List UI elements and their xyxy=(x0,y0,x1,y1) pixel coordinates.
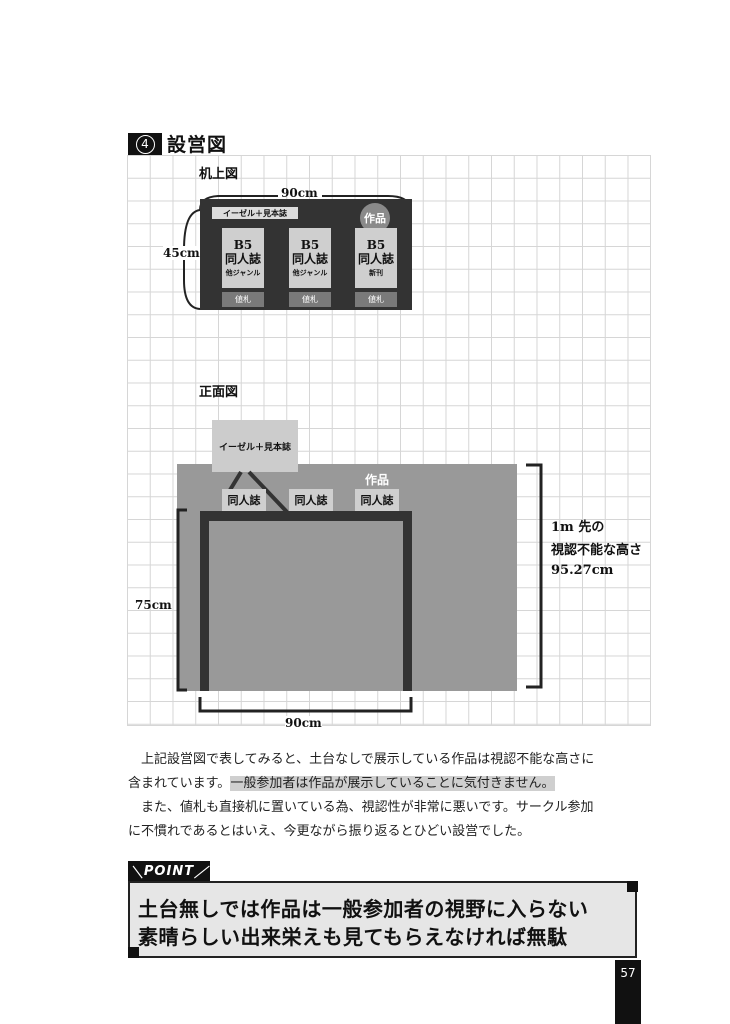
price-tag-2: 値札 xyxy=(289,292,331,307)
page-number: 57 xyxy=(615,960,641,1024)
book-top-3: B5 同人誌 新刊 xyxy=(355,228,397,288)
book-size: B5 xyxy=(366,238,386,252)
point-line-1: 土台無しでは作品は一般参加者の視野に入らない xyxy=(138,897,589,921)
visibility-note-line3: 95.27cm xyxy=(551,563,614,578)
point-tag: ＼POINT／ xyxy=(128,861,210,881)
front-width-label: 90cm xyxy=(285,716,322,730)
easel-sample-top: イーゼル＋見本誌 xyxy=(212,207,298,219)
point-box-corner-bl xyxy=(128,947,139,958)
easel-sample-front: イーゼル＋見本誌 xyxy=(212,420,298,472)
book-name: 同人誌 xyxy=(291,252,328,266)
highlighted-sentence: 一般参加者は作品が展示していることに気付きません。 xyxy=(230,776,555,791)
table-leg-left xyxy=(200,511,209,691)
paragraph-2-line-1: また、値札も直接机に置いている為、視認性が非常に悪いです。サークル参加 xyxy=(128,800,594,815)
book-note: 他ジャンル xyxy=(292,268,328,277)
artwork-front-label: 作品 xyxy=(365,473,390,487)
book-front-3: 同人誌 xyxy=(355,489,399,511)
section-number: 4 xyxy=(135,134,155,154)
paragraph-2: また、値札も直接机に置いている為、視認性が非常に悪いです。サークル参加 に不慣れ… xyxy=(128,796,648,844)
book-top-2: B5 同人誌 他ジャンル xyxy=(289,228,331,288)
top-width-label: 90cm xyxy=(281,186,318,200)
section-title: 設営図 xyxy=(167,134,228,156)
point-tag-label: POINT xyxy=(143,863,195,879)
price-tag-3: 値札 xyxy=(355,292,397,307)
price-tag-1: 値札 xyxy=(222,292,264,307)
point-box-corner-tr xyxy=(627,881,638,892)
front-view-title: 正面図 xyxy=(199,385,239,400)
book-note: 新刊 xyxy=(369,268,383,277)
book-size: B5 xyxy=(300,238,320,252)
point-line-2: 素晴らしい出来栄えも見てもらえなければ無駄 xyxy=(138,925,568,949)
paragraph-1: 上記設営図で表してみると、土台なしで展示している作品は視認不能な高さに 含まれて… xyxy=(128,748,648,796)
book-name: 同人誌 xyxy=(357,252,394,266)
paragraph-2-line-2: に不慣れであるとはいえ、今更ながら振り返るとひどい設営でした。 xyxy=(128,824,531,839)
book-top-1: B5 同人誌 他ジャンル xyxy=(222,228,264,288)
front-view-brackets xyxy=(176,463,543,713)
book-note: 他ジャンル xyxy=(225,268,261,277)
book-name: 同人誌 xyxy=(224,252,261,266)
paragraph-1-text: 含まれています。 xyxy=(128,776,231,791)
paragraph-1-line-1: 上記設営図で表してみると、土台なしで展示している作品は視認不能な高さに xyxy=(128,752,595,767)
point-box xyxy=(128,881,637,958)
top-depth-label: 45cm xyxy=(163,246,200,260)
paragraph-1-line-2: 含まれています。一般参加者は作品が展示していることに気付きません。 xyxy=(128,772,648,796)
book-front-1: 同人誌 xyxy=(222,489,266,511)
visibility-note-line2: 視認不能な高さ xyxy=(551,543,643,558)
table-front-top xyxy=(200,511,412,521)
easel-legs xyxy=(228,470,289,514)
visibility-note-line1: 1m 先の xyxy=(551,520,605,535)
book-size: B5 xyxy=(233,238,253,252)
front-height-label: 75cm xyxy=(135,598,172,612)
table-leg-right xyxy=(403,511,412,691)
book-front-2: 同人誌 xyxy=(289,489,333,511)
top-view-title: 机上図 xyxy=(199,167,239,182)
section-number-badge: 4 xyxy=(128,133,162,155)
